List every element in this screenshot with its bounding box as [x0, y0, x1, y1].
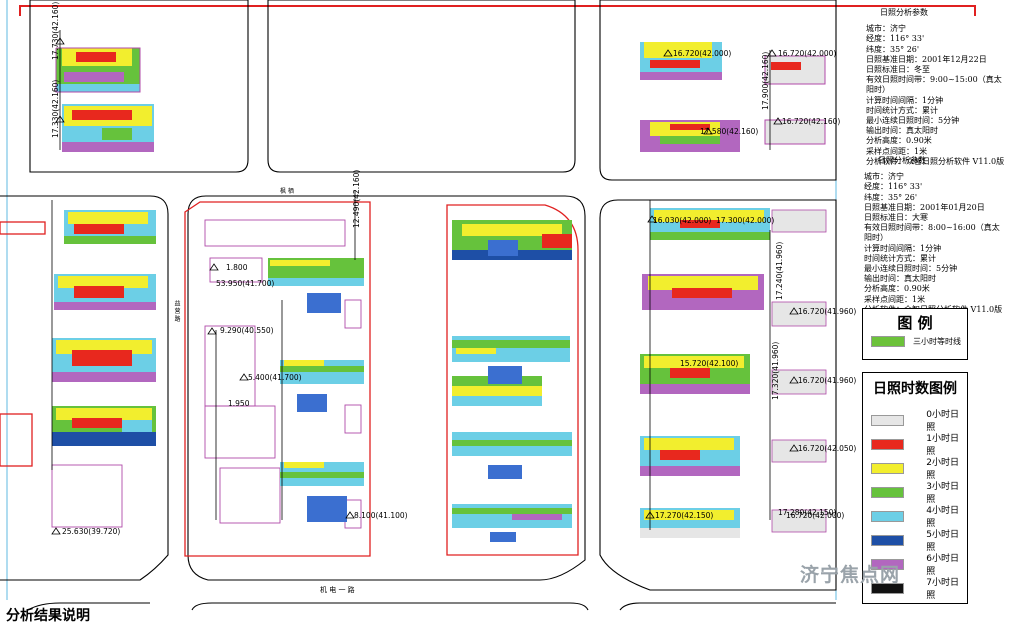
legend-item: 三小时等时线	[871, 336, 961, 347]
legend-swatch	[871, 336, 905, 347]
parameter-line: 日照基准日期：2001年01月20日	[864, 202, 985, 212]
legend-item: 2小时日照	[871, 455, 967, 481]
label: 17.240(41.960)	[775, 242, 784, 300]
legend-item: 4小时日照	[871, 503, 967, 529]
label: 16.030(42.000)	[653, 216, 711, 225]
parameter-line: 经度：116° 33'	[864, 182, 923, 192]
panel-title: 日照分析参数	[880, 8, 928, 17]
label: 53.950(41.700)	[216, 279, 274, 288]
parameter-line: 时间统计方式：累计	[866, 105, 938, 115]
legend-title: 图 例	[897, 314, 933, 332]
site-boundaries	[0, 201, 579, 557]
parameter-line: 分析软件：众智日照分析软件 V11.0版	[866, 156, 1005, 166]
legend-contour: 图 例 三小时等时线	[862, 308, 968, 360]
parameter-line: 纬度：35° 26'	[864, 192, 918, 202]
legend-label: 1小时日照	[926, 434, 959, 457]
street-blocks	[0, 0, 837, 611]
legend-swatch	[871, 486, 905, 498]
label: 1.950	[228, 399, 250, 408]
label: 17.900(42.160)	[761, 52, 770, 110]
label: 1.800	[226, 263, 248, 272]
legend-swatch	[871, 438, 905, 450]
legend-label: 0小时日照	[926, 410, 959, 433]
label: 17.730(42.160)	[51, 2, 60, 60]
legend-label: 7小时日照	[926, 578, 959, 601]
label: 16.720(42.000)	[673, 49, 731, 58]
building-heatmaps	[52, 42, 827, 542]
parameter-line: 纬度：35° 26'	[866, 44, 920, 54]
legend-swatch	[871, 462, 905, 474]
legend-swatch	[871, 558, 905, 570]
legend-label: 5小时日照	[926, 530, 959, 553]
parameter-line: 时间统计方式：累计	[864, 253, 936, 263]
road-label-west: 益 营 路	[173, 300, 180, 322]
parameter-line: 输出时间：真太阳时	[866, 126, 938, 136]
legend-label: 6小时日照	[926, 554, 959, 577]
label: 17.320(41.960)	[771, 342, 780, 400]
label: 16.720(41.960)	[798, 307, 856, 316]
legend-label: 4小时日照	[926, 506, 959, 529]
parameter-line: 有效日照时间带：9:00~15:00（真太阳时）	[866, 75, 1002, 95]
parameter-line: 最小连续日照时间：5分钟	[864, 264, 958, 274]
parameter-line: 日照标准日：冬至	[866, 65, 930, 75]
legend-label: 三小时等时线	[913, 337, 961, 346]
parameter-line: 有效日照时间带：8:00~16:00（真太阳时）	[864, 223, 1000, 243]
label: 16.720(42.160)	[782, 117, 840, 126]
legend-item: 5小时日照	[871, 527, 967, 553]
road-label-top: 枫 栖	[280, 188, 294, 195]
parameter-line: 日照基准日期：2001年12月22日	[866, 54, 987, 64]
label: 25.630(39.720)	[62, 527, 120, 536]
label: 15.720(42.100)	[680, 359, 738, 368]
label: 17.270(42.150)	[655, 511, 713, 520]
label: 16.720(42.000)	[778, 49, 836, 58]
label: 5.400(41.700)	[248, 373, 302, 382]
legend-item: 7小时日照	[871, 575, 967, 601]
road-label-bottom: 机 电 一 路	[320, 586, 355, 594]
legend-swatch	[871, 414, 905, 426]
parameter-line: 采样点间距：1米	[866, 146, 928, 156]
parameter-panel-winter-solstice: 日照分析参数 城市：济宁经度：116° 33'纬度：35° 26'日照基准日期：…	[866, 8, 1006, 167]
label: 17.580(42.160)	[700, 127, 758, 136]
parameter-line: 分析高度：0.90米	[866, 136, 932, 146]
parameter-line: 输出时间：真太阳时	[864, 274, 936, 284]
legend-item: 1小时日照	[871, 431, 967, 457]
parameter-line: 采样点间距：1米	[864, 294, 926, 304]
label: 16.720(41.960)	[798, 376, 856, 385]
parameter-line: 分析高度：0.90米	[864, 284, 930, 294]
parameter-line: 日照标准日：大寒	[864, 213, 928, 223]
label: 16.720(42.050)	[798, 444, 856, 453]
legend-swatch	[871, 534, 905, 546]
legend-label: 3小时日照	[926, 482, 959, 505]
panel-title: 日照分析参数	[878, 156, 926, 165]
legend-item: 3小时日照	[871, 479, 967, 505]
legend-label: 2小时日照	[926, 458, 959, 481]
red-boundary-top	[19, 5, 976, 16]
label: 17.280(42.150)	[778, 508, 836, 517]
parameter-line: 城市：济宁	[866, 24, 906, 34]
label: 16.720(42.000)	[786, 511, 844, 520]
parameter-line: 计算时间间隔：1分钟	[866, 95, 944, 105]
label: 17.330(42.160)	[51, 80, 60, 138]
parameter-line: 经度：116° 33'	[866, 34, 925, 44]
legend-title: 日照时数图例	[873, 381, 957, 397]
label: 8.100(41.100)	[354, 511, 408, 520]
label: 12.490(42.160)	[352, 170, 361, 228]
legend-item: 0小时日照	[871, 407, 967, 433]
bottom-heading: 分析结果说明	[6, 608, 90, 624]
watermark: 济宁焦点网	[800, 564, 901, 586]
legend-swatch	[871, 510, 905, 522]
legend-item: 6小时日照	[871, 551, 967, 577]
parameter-line: 最小连续日照时间：5分钟	[866, 116, 960, 126]
label: 17.300(42.000)	[716, 216, 774, 225]
legend-swatch	[871, 582, 905, 594]
parameter-line: 城市：济宁	[864, 172, 904, 182]
parameter-panel-great-cold: 日照分析参数 城市：济宁经度：116° 33'纬度：35° 26'日照基准日期：…	[864, 156, 1006, 315]
elevation-labels: 17.730(42.160) 17.330(42.160) 16.720(42.…	[51, 2, 856, 536]
parameter-line: 计算时间间隔：1分钟	[864, 243, 942, 253]
label: 9.290(40.550)	[220, 326, 274, 335]
